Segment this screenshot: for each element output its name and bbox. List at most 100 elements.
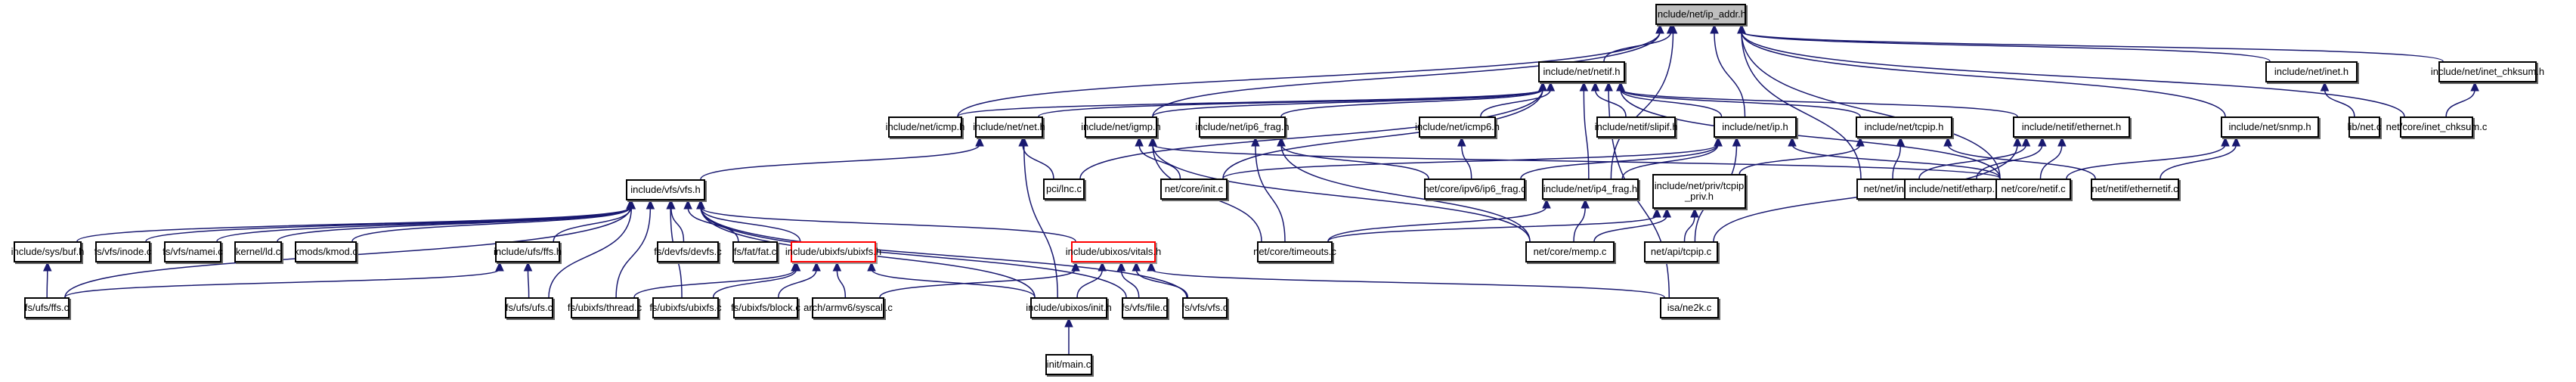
- node-devfs-c[interactable]: fs/devfs/devfs.c: [654, 241, 722, 262]
- edge-vfs-h-to-net-h: [700, 144, 980, 180]
- edge-netif-c-to-netif-h: [1620, 89, 2001, 179]
- node-tcpip-c[interactable]: net/api/tcpip.c: [1644, 241, 1718, 262]
- arrowhead-icon: [646, 199, 655, 210]
- edge-inet-h-to-ip-addr-h: [1741, 31, 2271, 62]
- node-ip6-frag-h[interactable]: include/net/ip6_frag.h: [1195, 116, 1290, 138]
- edge-init-h-to-net-h: [1023, 144, 1058, 298]
- node-ufs-c[interactable]: fs/ufs/ufs.c: [505, 297, 553, 318]
- edge-timeouts-c-to-tcpip-priv-h: [1327, 215, 1658, 242]
- edge-ip4-frag-h-to-netif-h: [1583, 89, 1590, 179]
- node-ip6-frag-c[interactable]: net/core/ipv6/ip6_frag.c: [1423, 179, 1526, 200]
- edge-memp-c-to-tcpip-priv-h: [1593, 215, 1667, 242]
- node-lib-net-c[interactable]: lib/net.c: [2348, 116, 2381, 138]
- arrowhead-icon: [1590, 81, 1600, 92]
- edge-ip4-frag-h-to-ip-h: [1621, 144, 1719, 179]
- arrowhead-icon: [1788, 136, 1797, 147]
- arrowhead-icon: [2038, 136, 2047, 147]
- edge-file-c-to-vfs-h: [700, 207, 1127, 298]
- node-main-c[interactable]: init/main.c: [1045, 354, 1092, 375]
- edge-ffs-c-to-ffs-h: [64, 269, 500, 298]
- arrowhead-icon: [1896, 136, 1906, 147]
- edge-kmod-c-to-vfs-h: [351, 207, 631, 242]
- node-block-c[interactable]: fs/ubixfs/block.c: [731, 297, 800, 318]
- arrowhead-icon: [1132, 261, 1141, 272]
- node-ethernetif-c[interactable]: net/netif/ethernetif.c: [2091, 179, 2179, 200]
- edge-net-init-c-to-ethernet-h: [1918, 144, 2027, 179]
- arrowhead-icon: [1147, 261, 1156, 272]
- edge-ethernet-h-to-netif-h: [1620, 89, 2018, 117]
- arrowhead-icon: [1019, 136, 1029, 147]
- node-net-h[interactable]: include/net/net.h: [973, 116, 1045, 138]
- node-ethernet-h[interactable]: include/netif/ethernet.h: [2013, 116, 2130, 138]
- node-igmp-h[interactable]: include/net/igmp.h: [1081, 116, 1161, 138]
- node-memp-c[interactable]: net/core/memp.c: [1525, 241, 1615, 262]
- arrowhead-icon: [2470, 81, 2479, 92]
- edge-timeouts-c-to-ip4-frag-h: [1327, 206, 1547, 242]
- node-core-init-c[interactable]: net/core/init.c: [1160, 179, 1228, 200]
- edge-tcpip-h-to-netif-h: [1620, 89, 1861, 117]
- node-syscall-c[interactable]: arch/armv6/syscall.c: [803, 297, 893, 318]
- node-slipif-h[interactable]: include/netif/slipif.h: [1595, 116, 1677, 138]
- node-timeouts-c[interactable]: net/core/timeouts.c: [1253, 241, 1336, 262]
- edge-ip6-frag-h-to-netif-h: [1280, 89, 1543, 117]
- arrowhead-icon: [1662, 207, 1672, 218]
- edge-lnc-c-to-net-h: [1022, 144, 1054, 179]
- arrowhead-icon: [1251, 136, 1260, 147]
- edge-init-h-to-vitals-h: [1076, 269, 1103, 298]
- node-namei-c[interactable]: fs/vfs/namei.c: [163, 241, 223, 262]
- node-icmp-h[interactable]: include/net/icmp.h: [886, 116, 964, 138]
- node-icmp6-h[interactable]: include/net/icmp6.h: [1415, 116, 1500, 138]
- node-ubixfs-h[interactable]: include/ubixfs/ubixfs.h: [785, 241, 881, 262]
- arrowhead-icon: [627, 199, 636, 210]
- node-snmp-h[interactable]: include/net/snmp.h: [2221, 116, 2319, 138]
- node-ubixfs-c[interactable]: fs/ubixfs/ubixfs.c: [649, 297, 722, 318]
- arrowhead-icon: [1732, 136, 1742, 147]
- edge-tcpip-c-to-tcpip-priv-h: [1683, 215, 1695, 242]
- node-fat-c[interactable]: fs/fat/fat.c: [732, 241, 778, 262]
- node-ffs-h[interactable]: include/ufs/ffs.h: [494, 241, 562, 262]
- arrowhead-icon: [2320, 81, 2330, 92]
- node-init-h[interactable]: include/ubixos/init.h: [1026, 297, 1112, 318]
- node-lnc-c[interactable]: pci/lnc.c: [1043, 179, 1085, 200]
- edge-ip-h-to-netif-h: [1620, 89, 1723, 117]
- node-vfs-h[interactable]: include/vfs/vfs.h: [626, 179, 705, 200]
- edge-file-c-to-vitals-h: [1120, 269, 1140, 298]
- node-ip-h[interactable]: include/net/ip.h: [1714, 116, 1797, 138]
- node-ip4-frag-h[interactable]: include/net/ip4_frag.h: [1542, 179, 1639, 200]
- arrowhead-icon: [666, 199, 675, 210]
- edge-thread-c-to-ubixfs-h: [633, 269, 796, 298]
- edge-etharp-h-to-ethernet-h: [1976, 144, 2043, 179]
- node-file-c[interactable]: fs/vfs/file.c: [1122, 297, 1168, 318]
- node-inode-c[interactable]: fs/vfs/inode.c: [94, 241, 151, 262]
- node-ip-addr-h: include/net/ip_addr.h: [1655, 4, 1746, 25]
- node-netif-h[interactable]: include/net/netif.h: [1538, 61, 1625, 82]
- edge-net-h-to-netif-h: [1038, 89, 1543, 117]
- edge-thread-c-to-vfs-h: [615, 207, 652, 298]
- node-netif-c[interactable]: net/core/netif.c: [1995, 179, 2071, 200]
- arrowhead-icon: [1538, 81, 1547, 92]
- node-tcpip-priv-h[interactable]: include/net/priv/tcpip _priv.h: [1652, 174, 1746, 209]
- node-inet-chksum-c[interactable]: net/core/inet_chksum.c: [2386, 116, 2487, 138]
- edge-ubixfs-h-to-vfs-h: [700, 207, 801, 242]
- node-buf-h[interactable]: include/sys/buf.h: [11, 241, 84, 262]
- edge-ip6-frag-c-to-ip-h: [1520, 144, 1719, 179]
- edge-net-init-c-to-tcpip-h: [1892, 144, 1902, 179]
- node-inet-chksum-h[interactable]: include/net/inet_chksum.h: [2431, 61, 2544, 82]
- node-vitals-h[interactable]: include/ubixos/vitals.h: [1066, 241, 1161, 262]
- arrowhead-icon: [832, 261, 842, 272]
- arrowhead-icon: [1604, 81, 1613, 92]
- arrowhead-icon: [1071, 261, 1080, 272]
- node-etharp-h[interactable]: include/netif/etharp.h: [1904, 179, 2005, 200]
- node-tcpip-h[interactable]: include/net/tcpip.h: [1856, 116, 1952, 138]
- node-inet-h[interactable]: include/net/inet.h: [2265, 61, 2358, 82]
- arrowhead-icon: [2013, 136, 2022, 147]
- node-kmod-c[interactable]: kmods/kmod.c: [294, 241, 358, 262]
- node-thread-c[interactable]: fs/ubixfs/thread.c: [568, 297, 642, 318]
- arrowhead-icon: [1098, 261, 1107, 272]
- arrowhead-icon: [1277, 136, 1286, 147]
- node-ld-c[interactable]: kernel/ld.c: [234, 241, 282, 262]
- arrowhead-icon: [683, 199, 692, 210]
- node-ffs-c[interactable]: fs/ufs/ffs.c: [24, 297, 70, 318]
- node-ne2k-c[interactable]: isa/ne2k.c: [1660, 297, 1719, 318]
- node-vfs-c[interactable]: fs/vfs/vfs.c: [1182, 297, 1228, 318]
